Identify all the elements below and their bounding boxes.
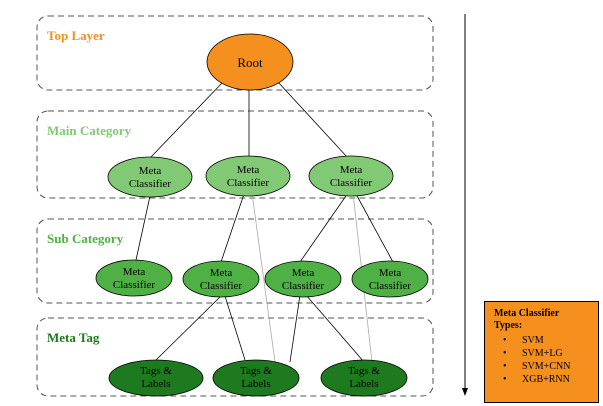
tag-node-2: Tags & Labels [212, 359, 300, 397]
main-node-1-line2: Classifier [129, 178, 171, 190]
edge-sub3-tag2 [289, 294, 301, 363]
layer-title-sub: Sub Category [47, 231, 124, 246]
main-node-3-line1: Meta [340, 164, 363, 176]
edge-sub3-tag3 [305, 294, 365, 363]
root-node [206, 33, 294, 91]
edge-root-main1 [149, 81, 224, 159]
edge-main2-tag2 [251, 192, 276, 363]
edge-sub2-tag1 [155, 295, 222, 361]
main-category-box [36, 110, 434, 199]
main-node-3-line2: Classifier [330, 177, 372, 189]
sub-node-1: Meta Classifier [95, 259, 173, 297]
meta-tag-box [36, 317, 434, 397]
legend-title-line2: Types: [494, 320, 523, 331]
sub-node-3-line1: Meta [292, 267, 315, 279]
legend-item: SVM [503, 334, 598, 347]
tag-node-3: Tags & Labels [320, 359, 408, 397]
root-label: Root [237, 55, 263, 70]
tag-node-1-line2: Labels [141, 378, 170, 390]
sub-node-2-line1: Meta [210, 267, 233, 279]
tag-node-1-line1: Tags & [140, 365, 172, 377]
tag-node-3-line2: Labels [349, 378, 378, 390]
main-node-2: Meta Classifier [205, 155, 291, 197]
sub-node-3-line2: Classifier [282, 280, 324, 292]
legend-list: SVM SVM+LG SVM+CNN XGB+RNN [494, 334, 598, 386]
main-node-3: Meta Classifier [308, 155, 394, 197]
tag-node-2-line2: Labels [241, 378, 270, 390]
main-node-1: Meta Classifier [107, 156, 193, 198]
connectors [135, 81, 394, 363]
legend-item: XGB+RNN [503, 373, 598, 386]
sub-node-4-line2: Classifier [369, 280, 411, 292]
edge-root-main3 [277, 81, 349, 159]
sub-node-1-line2: Classifier [113, 279, 155, 291]
main-node-2-line2: Classifier [227, 177, 269, 189]
legend-title-line1: Meta Classifier [494, 308, 560, 319]
legend-box: Meta Classifier Types: SVM SVM+LG SVM+CN… [484, 301, 599, 403]
edge-main1-sub1 [135, 195, 151, 261]
sub-node-2-line2: Classifier [200, 280, 242, 292]
legend-item: SVM+LG [503, 347, 598, 360]
edge-main2-sub2 [220, 193, 245, 263]
sub-node-1-line1: Meta [123, 266, 146, 278]
tag-node-3-line1: Tags & [348, 365, 380, 377]
edge-main3-sub4 [355, 193, 394, 263]
layer-title-top: Top Layer [47, 28, 105, 43]
tag-node-2-line1: Tags & [240, 365, 272, 377]
layer-title-main: Main Category [47, 123, 132, 138]
flow-arrow [462, 14, 468, 396]
layer-title-meta-tag: Meta Tag [47, 330, 100, 345]
edge-sub2-tag2 [224, 295, 246, 361]
legend-item: SVM+CNN [503, 360, 598, 373]
main-node-2-line1: Meta [237, 164, 260, 176]
sub-node-2: Meta Classifier [182, 260, 260, 298]
edge-main3-sub3 [299, 192, 349, 263]
sub-category-box [36, 218, 434, 304]
sub-node-4: Meta Classifier [351, 260, 429, 298]
sub-node-3: Meta Classifier [264, 260, 342, 298]
sub-node-4-line1: Meta [379, 267, 402, 279]
main-node-1-line1: Meta [139, 165, 162, 177]
tag-node-1: Tags & Labels [108, 359, 204, 397]
